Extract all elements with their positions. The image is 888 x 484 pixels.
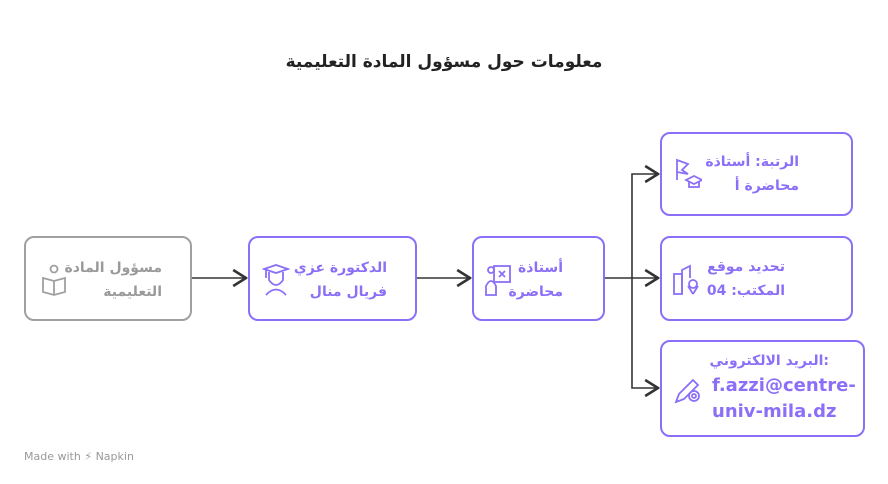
footer-watermark: Made with ⚡ Napkin xyxy=(24,450,134,463)
node-doctor-name: الدكتورة عزي فريال منال xyxy=(248,236,417,321)
building-location-icon xyxy=(673,264,699,295)
flag-graduation-cap-icon xyxy=(676,158,702,188)
node-text: تحديد موقع xyxy=(707,259,785,275)
node-lecturer: أستاذة محاضرة xyxy=(472,236,605,321)
node-email: :البريد الالكتروني f.azzi@centre-univ-mi… xyxy=(660,340,865,437)
node-text: الدكتورة عزي xyxy=(293,260,387,276)
node-text: محاضرة xyxy=(508,284,563,300)
arrow-3 xyxy=(605,174,658,279)
node-rank: الرتبة: أستاذة محاضرة أ xyxy=(660,132,853,216)
brand-text: Napkin xyxy=(95,450,134,463)
graduate-woman-icon xyxy=(262,264,290,296)
node-course-responsible: مسؤول المادة التعليمية xyxy=(24,236,192,321)
napkin-logo-icon: ⚡ xyxy=(84,450,93,463)
node-text: الرتبة: أستاذة xyxy=(705,154,799,170)
diagram-title: معلومات حول مسؤول المادة التعليمية xyxy=(285,52,603,72)
node-text: محاضرة أ xyxy=(734,178,799,194)
teacher-board-icon xyxy=(485,265,511,296)
node-text: المكتب: 04 xyxy=(706,283,785,299)
arrow-5 xyxy=(631,278,658,388)
email-text: univ-mila.dz xyxy=(712,401,837,422)
node-text: :البريد الالكتروني xyxy=(709,353,829,369)
node-text: أستاذة xyxy=(518,260,563,276)
node-text: التعليمية xyxy=(103,284,162,300)
node-text: مسؤول المادة xyxy=(64,260,162,276)
node-text: فريال منال xyxy=(309,284,387,300)
node-office-location: تحديد موقع المكتب: 04 xyxy=(660,236,853,321)
pencil-at-icon xyxy=(674,378,700,404)
reading-person-icon xyxy=(42,264,66,296)
made-with-text: Made with xyxy=(24,450,81,463)
email-text: f.azzi@centre- xyxy=(712,375,856,396)
